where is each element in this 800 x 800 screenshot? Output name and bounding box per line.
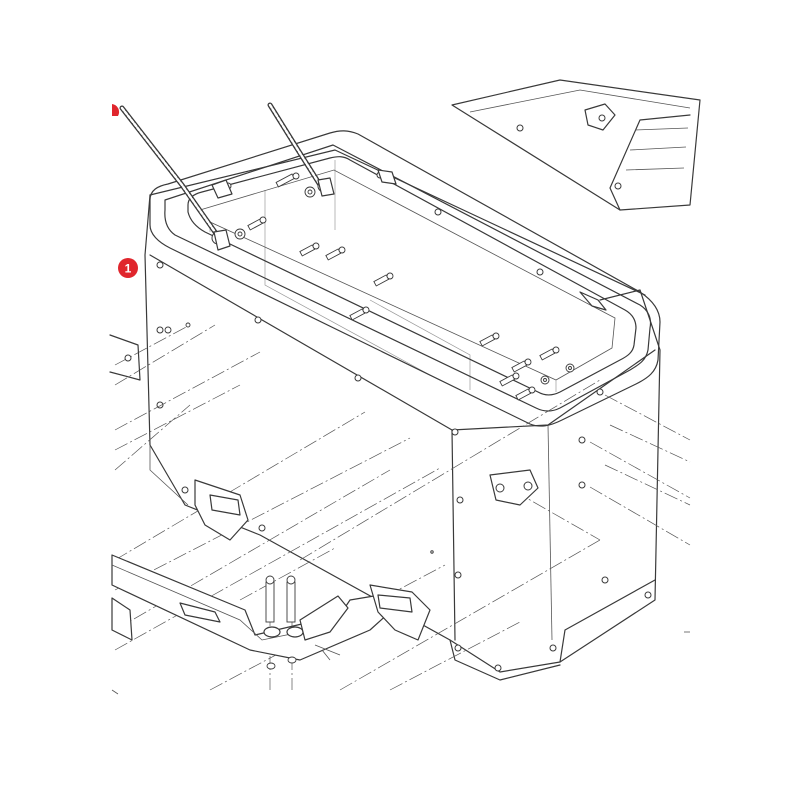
callout-1: 1 xyxy=(118,258,138,278)
lid-fragment xyxy=(451,79,701,211)
side-bracket xyxy=(489,469,539,506)
left-bracket xyxy=(109,322,191,381)
screw xyxy=(234,228,246,240)
callout-partial-top xyxy=(112,104,120,116)
screw xyxy=(275,172,300,188)
screw xyxy=(499,372,520,387)
callout-circle xyxy=(118,258,138,278)
screw xyxy=(479,332,500,347)
screw xyxy=(349,306,370,321)
mounting-screws xyxy=(234,172,575,401)
callout-label: 1 xyxy=(125,262,132,276)
screw xyxy=(247,216,267,231)
screw xyxy=(515,386,536,401)
lower-mounting-rail xyxy=(111,479,431,670)
screw xyxy=(511,358,532,373)
screw xyxy=(539,346,560,361)
screw xyxy=(299,242,320,257)
screw xyxy=(540,375,550,385)
screw xyxy=(325,246,346,261)
screw xyxy=(304,186,316,198)
carry-straps xyxy=(119,102,335,251)
screw xyxy=(373,272,394,287)
lid-gasket-frame xyxy=(149,130,661,427)
assembly-leader-lines xyxy=(114,324,691,691)
screw xyxy=(565,363,575,373)
